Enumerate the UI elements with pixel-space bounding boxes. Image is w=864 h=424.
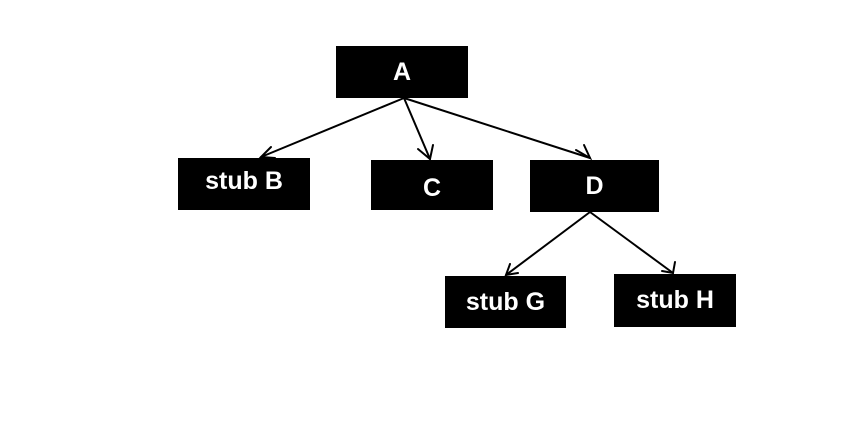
node-c-label: C	[422, 173, 442, 202]
node-stub-b-label: stub B	[205, 166, 283, 195]
node-c: C	[371, 160, 493, 210]
node-stub-h-label: stub H	[636, 286, 714, 314]
node-a-label: A	[392, 57, 412, 86]
node-d-label: D	[585, 171, 604, 200]
edge-a-to-d	[403, 97, 593, 161]
edge-a-to-stub-b	[258, 97, 405, 159]
node-stub-b: stub B	[178, 158, 310, 210]
node-stub-g: stub G	[445, 276, 566, 328]
node-stub-g-label: stub G	[465, 287, 546, 316]
node-stub-h: stub H	[614, 274, 736, 327]
node-a: A	[336, 46, 468, 98]
edge-a-to-c	[403, 97, 434, 161]
node-d: D	[530, 160, 659, 212]
edge-d-to-stub-h	[589, 211, 676, 275]
edge-d-to-stub-g	[504, 211, 591, 277]
